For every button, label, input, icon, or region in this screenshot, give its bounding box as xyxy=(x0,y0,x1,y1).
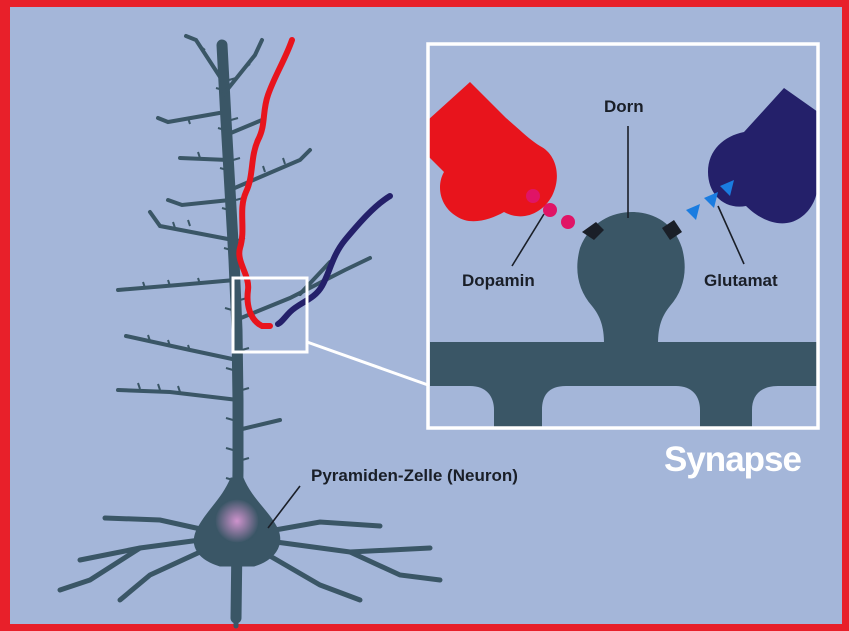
glutamate-label: Glutamat xyxy=(704,271,778,291)
neuron-label: Pyramiden-Zelle (Neuron) xyxy=(311,466,518,486)
synapse-title: Synapse xyxy=(664,440,801,480)
spine-label: Dorn xyxy=(604,97,644,117)
dopamine-label: Dopamin xyxy=(462,271,535,291)
soma-highlight xyxy=(215,499,259,543)
